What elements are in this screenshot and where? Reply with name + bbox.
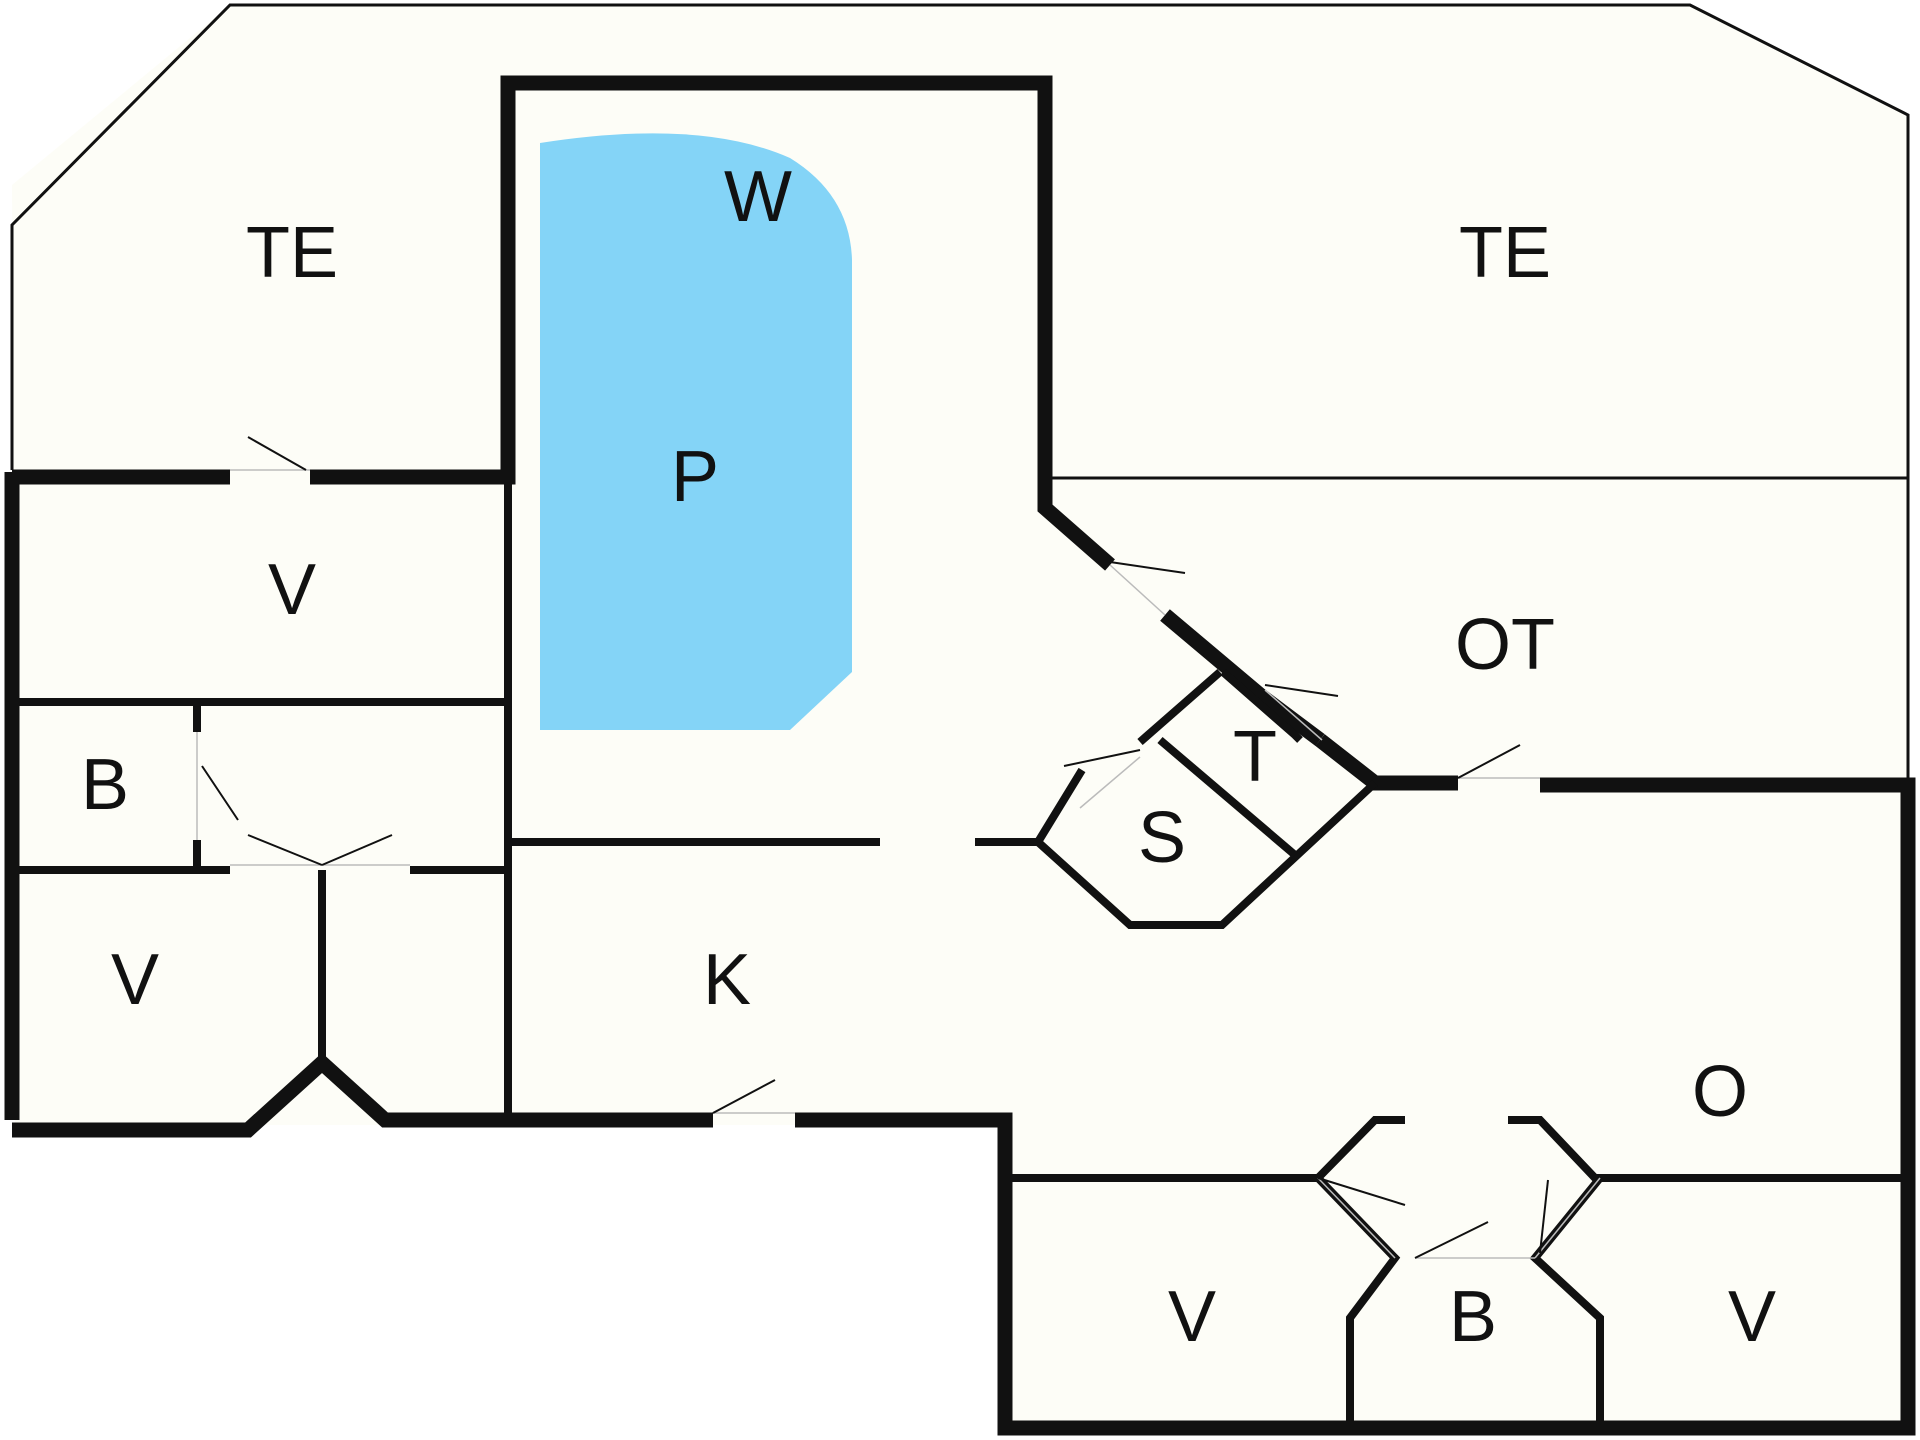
room-label-te-right: TE — [1459, 213, 1551, 293]
door-swing-o-ot — [1457, 744, 1521, 779]
room-label-v-left-top: V — [268, 550, 316, 630]
door-swing-hall-b — [321, 834, 393, 866]
room-label-p: P — [671, 437, 719, 517]
building-outline — [10, 3, 1910, 780]
room-label-s: S — [1138, 798, 1186, 878]
room-label-o: O — [1692, 1052, 1748, 1132]
door-swing-k-exit — [712, 1079, 776, 1114]
exterior-walls — [4, 75, 1916, 1436]
room-label-v-left-bottom: V — [111, 940, 159, 1020]
room-label-b-left: B — [81, 745, 129, 825]
room-label-k: K — [703, 940, 751, 1020]
pool-area — [540, 133, 852, 730]
room-labels: TE TE W P V B V OT T S K O V B V — [81, 157, 1776, 1357]
door-swing-ot-t — [1264, 684, 1339, 697]
room-label-t: T — [1233, 717, 1277, 797]
room-label-b-bottom: B — [1449, 1277, 1497, 1357]
building-floor — [12, 5, 1908, 1430]
doors — [196, 436, 1601, 1259]
door-swing-ot-k — [1109, 561, 1186, 574]
door-swing-vb-right — [1539, 1179, 1549, 1254]
room-label-v-bottom-right: V — [1728, 1277, 1776, 1357]
room-label-te-left: TE — [246, 213, 338, 293]
door-swing-hall-a — [247, 834, 323, 866]
door-swing-b-bottom — [1414, 1221, 1489, 1259]
room-label-w: W — [724, 157, 792, 237]
room-label-ot: OT — [1455, 605, 1555, 685]
room-label-v-bottom-left: V — [1168, 1277, 1216, 1357]
door-swing-te-v — [247, 436, 307, 471]
door-swing-b-left — [201, 765, 239, 821]
door-swing-vb-left — [1317, 1177, 1406, 1206]
door-swing-s — [1063, 749, 1141, 767]
